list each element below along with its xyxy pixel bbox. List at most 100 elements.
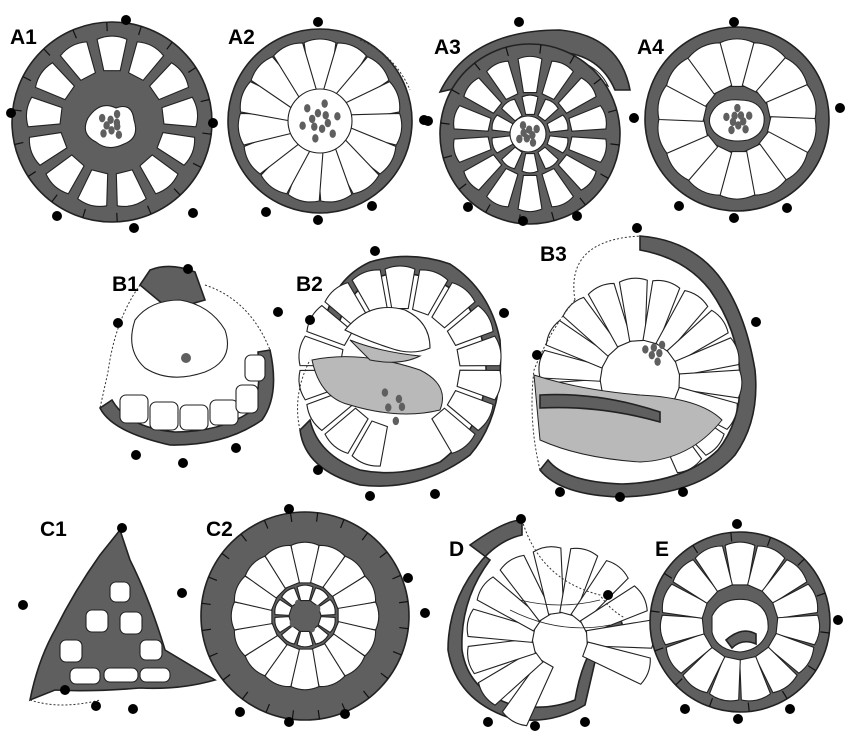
dashed-outline-a2 [359, 39, 411, 91]
orientation-dot [782, 203, 792, 213]
chamber [115, 169, 147, 207]
chamber [69, 667, 101, 685]
chamber [296, 584, 314, 602]
suture-lines-d [509, 599, 611, 629]
rim-tick [82, 208, 86, 218]
dashed-outline-b3-top [573, 235, 641, 301]
chamber [456, 369, 502, 401]
chambers-a2 [237, 38, 403, 203]
rim-tick [187, 67, 197, 73]
chamber [674, 337, 740, 377]
orientation-dot [499, 308, 509, 318]
rim-tick [485, 204, 491, 213]
panel-label-b3: B3 [540, 243, 567, 266]
chamber [557, 77, 597, 114]
rim-tick [474, 62, 481, 71]
pore [381, 388, 389, 397]
dots-a4 [674, 17, 845, 223]
central-chamber-b2 [344, 306, 431, 353]
dots-a3 [423, 17, 639, 226]
dots-d [420, 514, 613, 731]
chamber [77, 169, 109, 207]
panel-label-a1: A1 [10, 26, 37, 49]
orientation-dot [178, 458, 188, 468]
chamber [517, 55, 543, 94]
dots-c1 [18, 523, 187, 714]
chamber [446, 389, 494, 432]
orientation-dot [751, 317, 761, 327]
pore [324, 118, 332, 128]
chamber [96, 35, 128, 72]
chamber [466, 608, 536, 643]
chamber [724, 541, 756, 586]
orientation-dot [188, 208, 198, 218]
orientation-dot [733, 714, 743, 724]
chamber [541, 167, 575, 208]
pore [300, 617, 307, 627]
chamber [317, 598, 336, 616]
pore [107, 115, 114, 124]
rim-tick [747, 702, 750, 712]
pore [308, 114, 316, 124]
chamber [467, 637, 537, 675]
chambers-a4 [657, 38, 817, 200]
orientation-dot [463, 202, 473, 212]
rim-tick [398, 600, 409, 604]
chambers-a3-inner [491, 94, 569, 174]
orientation-dot [129, 223, 139, 233]
rim-tick [72, 29, 77, 39]
pores-a3 [516, 121, 540, 147]
panel-c2: C2 [200, 504, 413, 727]
chamber [521, 152, 539, 174]
chamber [321, 42, 368, 103]
pore [115, 130, 123, 140]
chamber [477, 649, 544, 706]
panel-label-a3: A3 [434, 36, 461, 59]
pores-a2 [299, 99, 341, 143]
rim-tick [340, 519, 345, 529]
orientation-dot [674, 201, 684, 211]
panel-label-b2: B2 [296, 273, 323, 296]
chamber [661, 583, 708, 619]
orientation-dot [177, 588, 187, 598]
shell-d [447, 519, 627, 721]
orientation-dot [117, 523, 127, 533]
orientation-dot [580, 717, 590, 727]
chamber [546, 135, 569, 154]
chamber [694, 545, 734, 593]
rim-tick [505, 47, 509, 57]
chamber [453, 136, 492, 164]
pores-a4 [723, 103, 753, 135]
panel-a3: A3 [423, 17, 639, 226]
chamber [85, 609, 109, 633]
chambers-d [466, 546, 655, 727]
chamber [235, 384, 259, 414]
chamber [239, 80, 301, 123]
pore [737, 111, 745, 120]
pore [318, 124, 326, 134]
chamber [109, 581, 131, 603]
chamber [579, 585, 648, 636]
pore [307, 613, 315, 622]
rim-tick [173, 188, 181, 196]
chamber [532, 546, 565, 616]
orientation-dot [305, 315, 315, 325]
central-chamber-a4 [708, 99, 765, 142]
orientation-dot [518, 216, 528, 226]
dashed-outline-d [521, 519, 626, 619]
pore-b1 [181, 353, 191, 363]
chamber [541, 60, 575, 101]
chamber [708, 655, 741, 702]
chambers-c2-inner [274, 584, 336, 648]
panel-label-b1: B1 [112, 273, 139, 296]
pores-b3 [642, 340, 666, 366]
orientation-dot [128, 704, 138, 714]
orientation-dot [367, 201, 377, 211]
dashed-outline-b2 [297, 359, 311, 431]
chamber [666, 309, 729, 364]
orientation-dot [629, 113, 639, 123]
chamber [537, 146, 559, 170]
chamber [618, 277, 648, 342]
pore [648, 350, 656, 360]
rim-tick [781, 690, 788, 699]
